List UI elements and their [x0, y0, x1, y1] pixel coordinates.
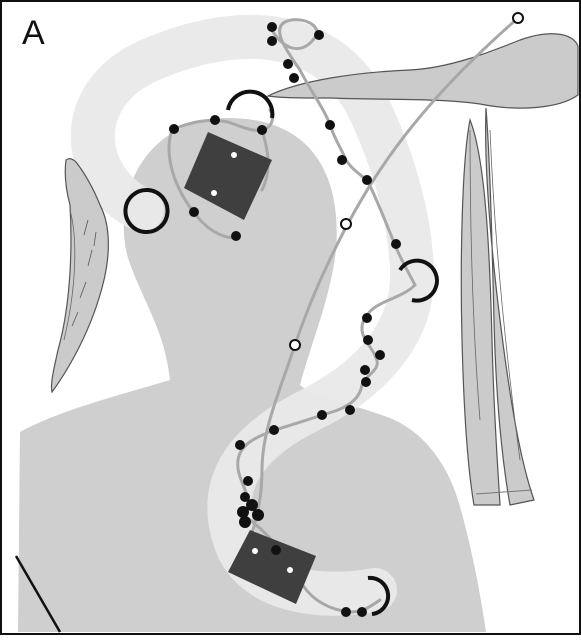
panel-label: A — [22, 16, 45, 50]
